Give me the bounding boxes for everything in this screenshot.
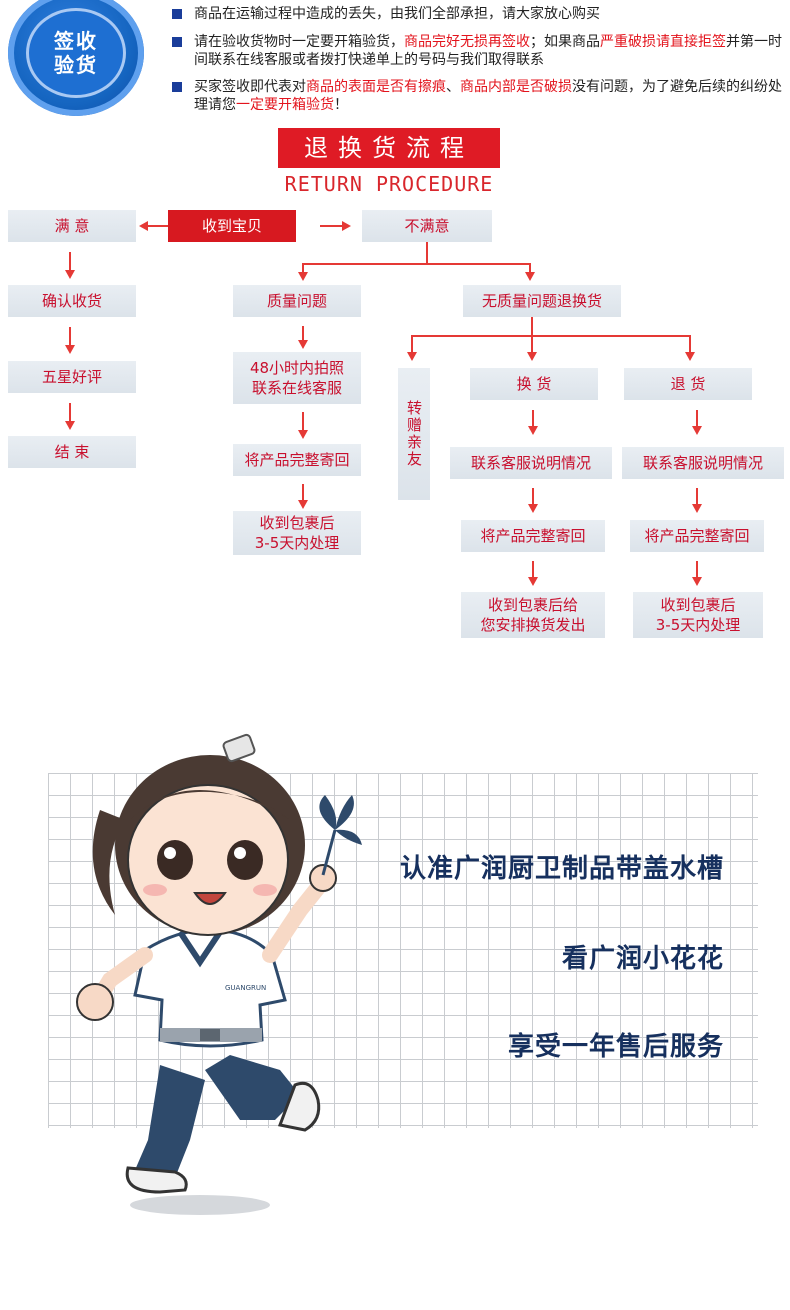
- refund-send-back-box: 将产品完整寄回: [630, 520, 764, 552]
- slogan-line-1: 认准广润厨卫制品带盖水槽: [399, 854, 724, 884]
- connector-line: [411, 335, 691, 337]
- connector-line: [696, 561, 698, 577]
- gift-to-friends-box: 转赠亲友: [398, 368, 430, 500]
- connector-line: [529, 263, 531, 273]
- slogan-line-2: 看广润小花花: [561, 944, 724, 974]
- end-box: 结 束: [8, 436, 136, 468]
- exchange-ship-box: 收到包裹后给 您安排换货发出: [461, 592, 605, 638]
- mascot-illustration: GUANGRUN: [76, 733, 362, 1215]
- shirt-brand-text: GUANGRUN: [225, 984, 266, 992]
- notice-line-3: 买家签收即代表对商品的表面是否有擦痕、商品内部是否破损没有问题，为了避免后续的纠…: [172, 78, 784, 114]
- connector-line: [302, 263, 304, 273]
- procedure-title: 退换货流程: [264, 128, 514, 168]
- arrow-down-icon: [685, 352, 695, 361]
- processing-box: 收到包裹后 3-5天内处理: [233, 511, 361, 555]
- connector-line: [532, 488, 534, 504]
- arrow-down-icon: [298, 430, 308, 439]
- badge-text: 签收验货: [54, 29, 98, 77]
- connector-line: [531, 317, 533, 336]
- connector-line: [696, 488, 698, 504]
- arrow-down-icon: [65, 421, 75, 430]
- arrow-down-icon: [527, 352, 537, 361]
- inspection-badge: 签收验货: [8, 0, 144, 116]
- connector-line: [531, 335, 533, 352]
- refund-contact-box: 联系客服说明情况: [622, 447, 784, 479]
- connector-line: [69, 403, 71, 421]
- arrow-down-icon: [407, 352, 417, 361]
- arrow-down-icon: [692, 577, 702, 586]
- satisfied-box: 满 意: [8, 210, 136, 242]
- arrow-down-icon: [298, 500, 308, 509]
- connector-line: [302, 484, 304, 500]
- connector-line: [148, 225, 168, 227]
- return-product-box: 将产品完整寄回: [233, 444, 361, 476]
- connector-line: [532, 410, 534, 426]
- bullet-square-icon: [172, 82, 182, 92]
- procedure-title-en: RETURN PROCEDURE: [284, 172, 494, 196]
- arrow-down-icon: [298, 272, 308, 281]
- five-star-review-box: 五星好评: [8, 361, 136, 393]
- notice-line-1: 商品在运输过程中造成的丢失，由我们全部承担，请大家放心购买: [172, 5, 784, 23]
- non-quality-return-box: 无质量问题退换货: [463, 285, 621, 317]
- arrow-down-icon: [692, 426, 702, 435]
- exchange-send-back-box: 将产品完整寄回: [461, 520, 605, 552]
- arrow-down-icon: [692, 504, 702, 513]
- confirm-receipt-box: 确认收货: [8, 285, 136, 317]
- exchange-box: 换 货: [470, 368, 598, 400]
- connector-line: [320, 225, 342, 227]
- arrow-down-icon: [528, 426, 538, 435]
- arrow-down-icon: [65, 270, 75, 279]
- connector-line: [532, 561, 534, 577]
- quality-issue-box: 质量问题: [233, 285, 361, 317]
- connector-line: [69, 327, 71, 345]
- slogan-line-3: 享受一年售后服务: [507, 1032, 724, 1062]
- arrow-left-icon: [139, 221, 148, 231]
- bullet-square-icon: [172, 37, 182, 47]
- connector-line: [689, 335, 691, 352]
- arrow-down-icon: [298, 340, 308, 349]
- connector-line: [426, 242, 428, 264]
- arrow-right-icon: [342, 221, 351, 231]
- exchange-contact-box: 联系客服说明情况: [450, 447, 612, 479]
- arrow-down-icon: [528, 504, 538, 513]
- bullet-square-icon: [172, 9, 182, 19]
- notice-line-2: 请在验收货物时一定要开箱验货，商品完好无损再签收；如果商品严重破损请直接拒签并第…: [172, 33, 784, 69]
- connector-line: [411, 335, 413, 352]
- arrow-down-icon: [525, 272, 535, 281]
- refund-box: 退 货: [624, 368, 752, 400]
- connector-line: [302, 326, 304, 340]
- arrow-down-icon: [65, 345, 75, 354]
- connector-line: [696, 410, 698, 426]
- connector-line: [302, 263, 531, 265]
- start-box: 收到宝贝: [168, 210, 296, 242]
- connector-line: [302, 412, 304, 430]
- unsatisfied-box: 不满意: [362, 210, 492, 242]
- photo-contact-box: 48小时内拍照 联系在线客服: [233, 352, 361, 404]
- arrow-down-icon: [528, 577, 538, 586]
- connector-line: [69, 252, 71, 270]
- refund-processing-box: 收到包裹后 3-5天内处理: [633, 592, 763, 638]
